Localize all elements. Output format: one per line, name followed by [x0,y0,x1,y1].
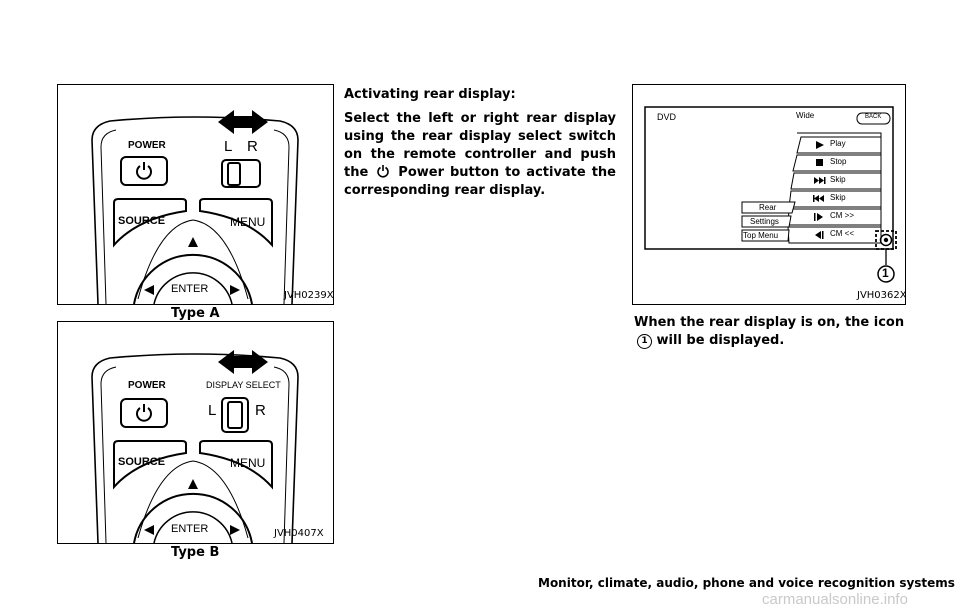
enter-label: ENTER [171,523,209,535]
menu-label: MENU [230,215,266,229]
arrow-right-icon [230,285,240,295]
paragraph-icon-displayed: When the rear display is on, the icon 1 w… [634,314,906,350]
menu-item-skip-forward: Skip [830,175,846,184]
figure-type-b: POWER DISPLAY SELECT L R SOURCE MENU ENT… [57,321,334,544]
paragraph-text: Power button to activate the correspondi… [344,165,616,198]
remote-type-a-illustration [91,110,299,304]
arrow-left-icon [144,285,154,295]
arrow-left-icon [144,525,154,535]
power-icon [136,404,152,422]
figure-code: JVH0407X [274,528,324,539]
source-label: SOURCE [118,215,166,227]
figure-caption-type-b: Type B [171,545,220,560]
enter-label: ENTER [171,283,209,295]
skip-forward-icon [814,177,824,184]
paragraph-text: Select the left or right rear display us… [344,111,616,180]
arrow-right-icon [230,525,240,535]
dvd-label: DVD [657,112,677,122]
power-label: POWER [128,140,166,151]
text-column: Activating rear display: Select the left… [344,86,616,200]
cm-back-icon [815,231,821,239]
wide-label: Wide [796,111,815,120]
figure-type-a: POWER L R SOURCE MENU ENTER JVH0239X [57,84,334,305]
watermark: carmanualsonline.info [762,591,908,608]
remote-type-b-illustration [91,350,299,543]
top-menu-button: Top Menu [743,231,779,240]
double-arrow-icon [218,350,268,374]
skip-back-icon [814,195,824,202]
arrow-up-icon [188,479,198,489]
page-footer: Monitor, climate, audio, phone and voice… [538,571,960,592]
paragraph-activate: Select the left or right rear display us… [344,110,616,200]
rear-button: Rear [759,203,777,212]
section-heading: Activating rear display: [344,87,516,102]
callout-badge: 1 [637,334,652,349]
l-label: L [208,402,217,419]
power-label: POWER [128,380,166,391]
figure-code: JVH0362X [857,290,906,301]
back-button-label: BACK [865,114,882,120]
arrow-up-icon [188,237,198,247]
paragraph-text: will be displayed. [656,333,785,348]
power-icon [377,165,390,178]
figure-screen: DVD Wide BACK Play Stop Skip Skip CM >> … [632,84,906,305]
menu-item-cm-back: CM << [830,229,855,238]
r-label: R [247,138,258,155]
back-button: BACK [865,114,881,120]
source-label: SOURCE [118,456,166,468]
rear-display-icon [879,233,893,247]
play-icon [816,141,824,149]
menu-label: MENU [230,456,266,470]
menu-item-stop: Stop [830,157,847,166]
paragraph-text: When the rear display is on, the icon [634,315,905,330]
menu-item-play: Play [830,139,846,148]
display-select-label: DISPLAY SELECT [206,380,281,390]
settings-button: Settings [750,217,779,226]
figure-code: JVH0239X [284,290,334,301]
l-label: L [224,138,233,155]
r-label: R [255,402,266,419]
double-arrow-icon [218,110,268,134]
menu-item-skip-back: Skip [830,193,846,202]
callout-number: 1 [882,266,889,280]
cm-forward-icon [814,213,816,221]
menu-item-cm-forward: CM >> [830,211,855,220]
power-icon [136,162,152,180]
chapter-title: Monitor, climate, audio, phone and voice… [538,576,955,590]
figure-caption-type-a: Type A [171,306,220,321]
screen-illustration [644,106,897,283]
stop-icon [816,159,823,166]
